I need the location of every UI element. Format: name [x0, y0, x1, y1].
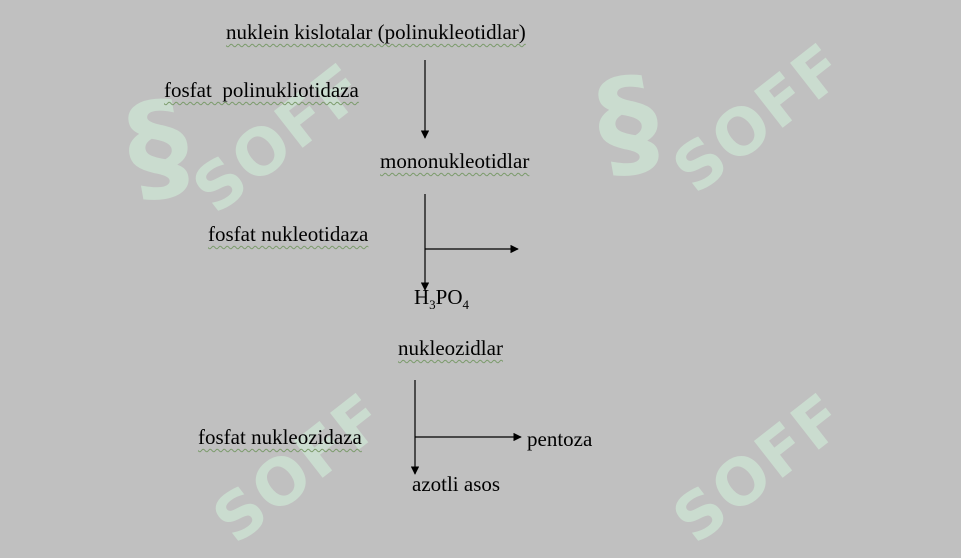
- label-pentose: pentoza: [527, 429, 592, 450]
- label-enzyme-nukleozidaza: fosfat nukleozidaza: [198, 427, 362, 448]
- label-nitrogen-base-text: azotli asos: [412, 472, 501, 496]
- phosphoric-acid-h-sub: 3: [429, 297, 436, 313]
- label-nucleic-acids-text: nuklein kislotalar (polinukleotidlar): [226, 20, 526, 44]
- label-enzyme-nukleotidaza-text: fosfat nukleotidaza: [208, 222, 369, 246]
- label-enzyme-polinukliotidaza: fosfat polinukliotidaza: [164, 80, 359, 101]
- label-phosphoric-acid: H3PO4: [414, 285, 470, 313]
- label-nucleosides: nukleozidlar: [398, 338, 503, 359]
- label-enzyme-nukleozidaza-text: fosfat nukleozidaza: [198, 425, 362, 449]
- label-nucleic-acids: nuklein kislotalar (polinukleotidlar): [226, 22, 526, 43]
- label-enzyme-polinukliotidaza-text: fosfat polinukliotidaza: [164, 78, 359, 102]
- label-nitrogen-base: azotli asos: [412, 474, 500, 495]
- arrows-layer: [410, 60, 522, 475]
- phosphoric-acid-h: H: [414, 285, 430, 309]
- phosphoric-acid-po-sub: 4: [462, 297, 470, 313]
- label-nucleosides-text: nukleozidlar: [398, 336, 503, 360]
- label-mononucleotides: mononukleotidlar: [380, 151, 529, 172]
- phosphoric-acid-po: PO: [435, 285, 463, 309]
- label-enzyme-nukleotidaza: fosfat nukleotidaza: [208, 224, 368, 245]
- label-pentose-text: pentoza: [527, 427, 593, 451]
- label-mononucleotides-text: mononukleotidlar: [380, 149, 530, 173]
